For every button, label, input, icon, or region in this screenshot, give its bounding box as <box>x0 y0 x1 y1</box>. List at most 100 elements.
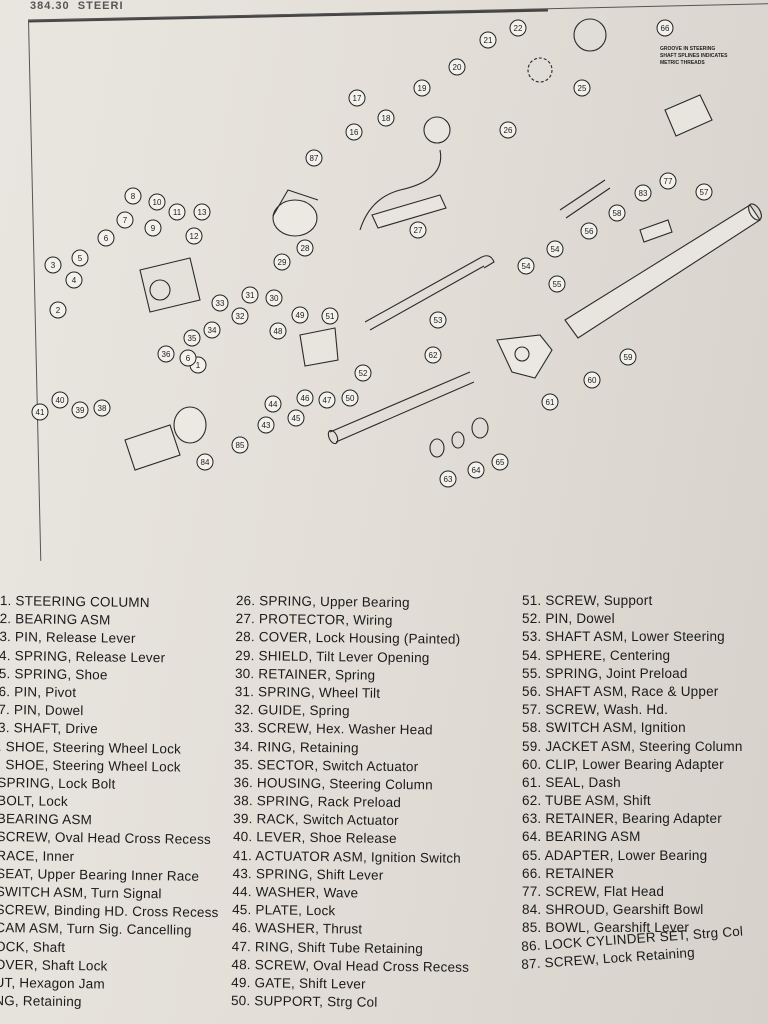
callout-number: 3 <box>51 261 56 270</box>
callout: 62 <box>424 346 442 364</box>
callout-circle <box>546 240 564 258</box>
callout-circle <box>305 149 323 167</box>
callout: 60 <box>583 371 601 389</box>
callout-number: 20 <box>453 63 462 72</box>
callout-number: 1 <box>196 361 201 370</box>
part-bowl <box>173 406 207 444</box>
legend-item: 55. SPRING, Joint Preload <box>522 665 688 681</box>
callout-number: 31 <box>246 291 255 300</box>
callout-circle <box>491 453 509 471</box>
callout: 10 <box>148 193 166 211</box>
callout-number: 66 <box>661 24 670 33</box>
legend-item: 46. WASHER, Thrust <box>231 920 363 937</box>
callout-circle <box>318 391 336 409</box>
legend-item: NG, Retaining <box>0 993 82 1010</box>
callout-number: 54 <box>522 262 531 271</box>
callout-number: 27 <box>414 226 423 235</box>
note-line-1: GROOVE IN STEERING <box>660 46 715 52</box>
part-bearing-64 <box>451 431 465 449</box>
part-retainer-63 <box>429 438 445 458</box>
callout-circle <box>269 322 287 340</box>
callout-number: 39 <box>76 406 85 415</box>
callout-circle <box>193 203 211 221</box>
callout-number: 87 <box>310 154 319 163</box>
part-shroud <box>124 424 181 471</box>
callout-circle <box>185 227 203 245</box>
callout-number: 21 <box>484 36 493 45</box>
callout-circle <box>49 301 67 319</box>
callout-number: 19 <box>418 84 427 93</box>
part-lock-cover <box>272 199 318 237</box>
callout-number: 4 <box>72 276 77 285</box>
callout-number: 44 <box>269 400 278 409</box>
callout-circle <box>608 204 626 222</box>
callout: 48 <box>269 322 287 340</box>
callout: 18 <box>377 109 395 127</box>
callout: 47 <box>318 391 336 409</box>
callout-circle <box>148 193 166 211</box>
callout: 52 <box>354 364 372 382</box>
callout-circle <box>619 348 637 366</box>
callout-number: 84 <box>201 458 210 467</box>
legend-item: 56. SHAFT ASM, Race & Upper <box>522 683 719 699</box>
callout: 44 <box>264 395 282 413</box>
callout-number: 35 <box>188 334 197 343</box>
callout: 28 <box>296 239 314 257</box>
callout-circle <box>71 249 89 267</box>
exploded-view-diagram: GROOVE IN STEERING SHAFT SPLINES INDICAT… <box>31 18 762 488</box>
callout-number: 9 <box>151 224 156 233</box>
callout-circle <box>695 183 713 201</box>
callout: 4 <box>65 271 83 289</box>
callout-number: 29 <box>278 258 287 267</box>
callout: 50 <box>341 389 359 407</box>
callout-number: 13 <box>198 208 207 217</box>
page-number: 384.30 <box>30 0 70 12</box>
callout-circle <box>179 349 197 367</box>
legend-item: 77. SCREW, Flat Head <box>522 884 665 899</box>
part-shift-tube <box>329 371 475 443</box>
legend-item: 84. SHROUD, Gearshift Bowl <box>522 902 704 918</box>
legend-item: 60. CLIP, Lower Bearing Adapter <box>522 756 724 772</box>
part-jacket-end <box>748 203 762 221</box>
callout-number: 62 <box>429 351 438 360</box>
callout-number: 18 <box>382 114 391 123</box>
callout-circle <box>634 184 652 202</box>
part-wiring-protector <box>371 194 447 229</box>
callout-circle <box>196 453 214 471</box>
callout-number: 85 <box>236 441 245 450</box>
note-line-2: SHAFT SPLINES INDICATES <box>660 53 728 59</box>
callout: 12 <box>185 227 203 245</box>
part-shaft-yoke <box>479 255 495 269</box>
legend-item: 52. PIN, Dowel <box>522 611 615 627</box>
callout-number: 16 <box>350 128 359 137</box>
legend-item: 63. RETAINER, Bearing Adapter <box>522 811 722 827</box>
callout-number: 17 <box>353 94 362 103</box>
callout: 6 <box>97 229 115 247</box>
callout: 2 <box>49 301 67 319</box>
callout-number: 54 <box>551 245 560 254</box>
callout-circle <box>264 395 282 413</box>
callout-circle <box>573 79 591 97</box>
callout: 16 <box>345 123 363 141</box>
part-housing-bore <box>149 279 171 301</box>
note-group: GROOVE IN STEERING SHAFT SPLINES INDICAT… <box>660 46 728 66</box>
callout-circle <box>354 364 372 382</box>
callout: 19 <box>413 79 431 97</box>
legend-item: 62. TUBE ASM, Shift <box>522 793 651 809</box>
callout-number: 47 <box>323 396 332 405</box>
part-housing <box>139 257 201 313</box>
callout-circle <box>93 399 111 417</box>
callout: 9 <box>144 219 162 237</box>
callout-circle <box>44 256 62 274</box>
callout: 26 <box>499 121 517 139</box>
callout-circle <box>183 329 201 347</box>
callout: 29 <box>273 253 291 271</box>
callout: 61 <box>541 393 559 411</box>
callout: 30 <box>265 289 283 307</box>
callout-circle <box>341 389 359 407</box>
callout: 17 <box>348 89 366 107</box>
callout-number: 43 <box>262 421 271 430</box>
callout-circle <box>548 275 566 293</box>
